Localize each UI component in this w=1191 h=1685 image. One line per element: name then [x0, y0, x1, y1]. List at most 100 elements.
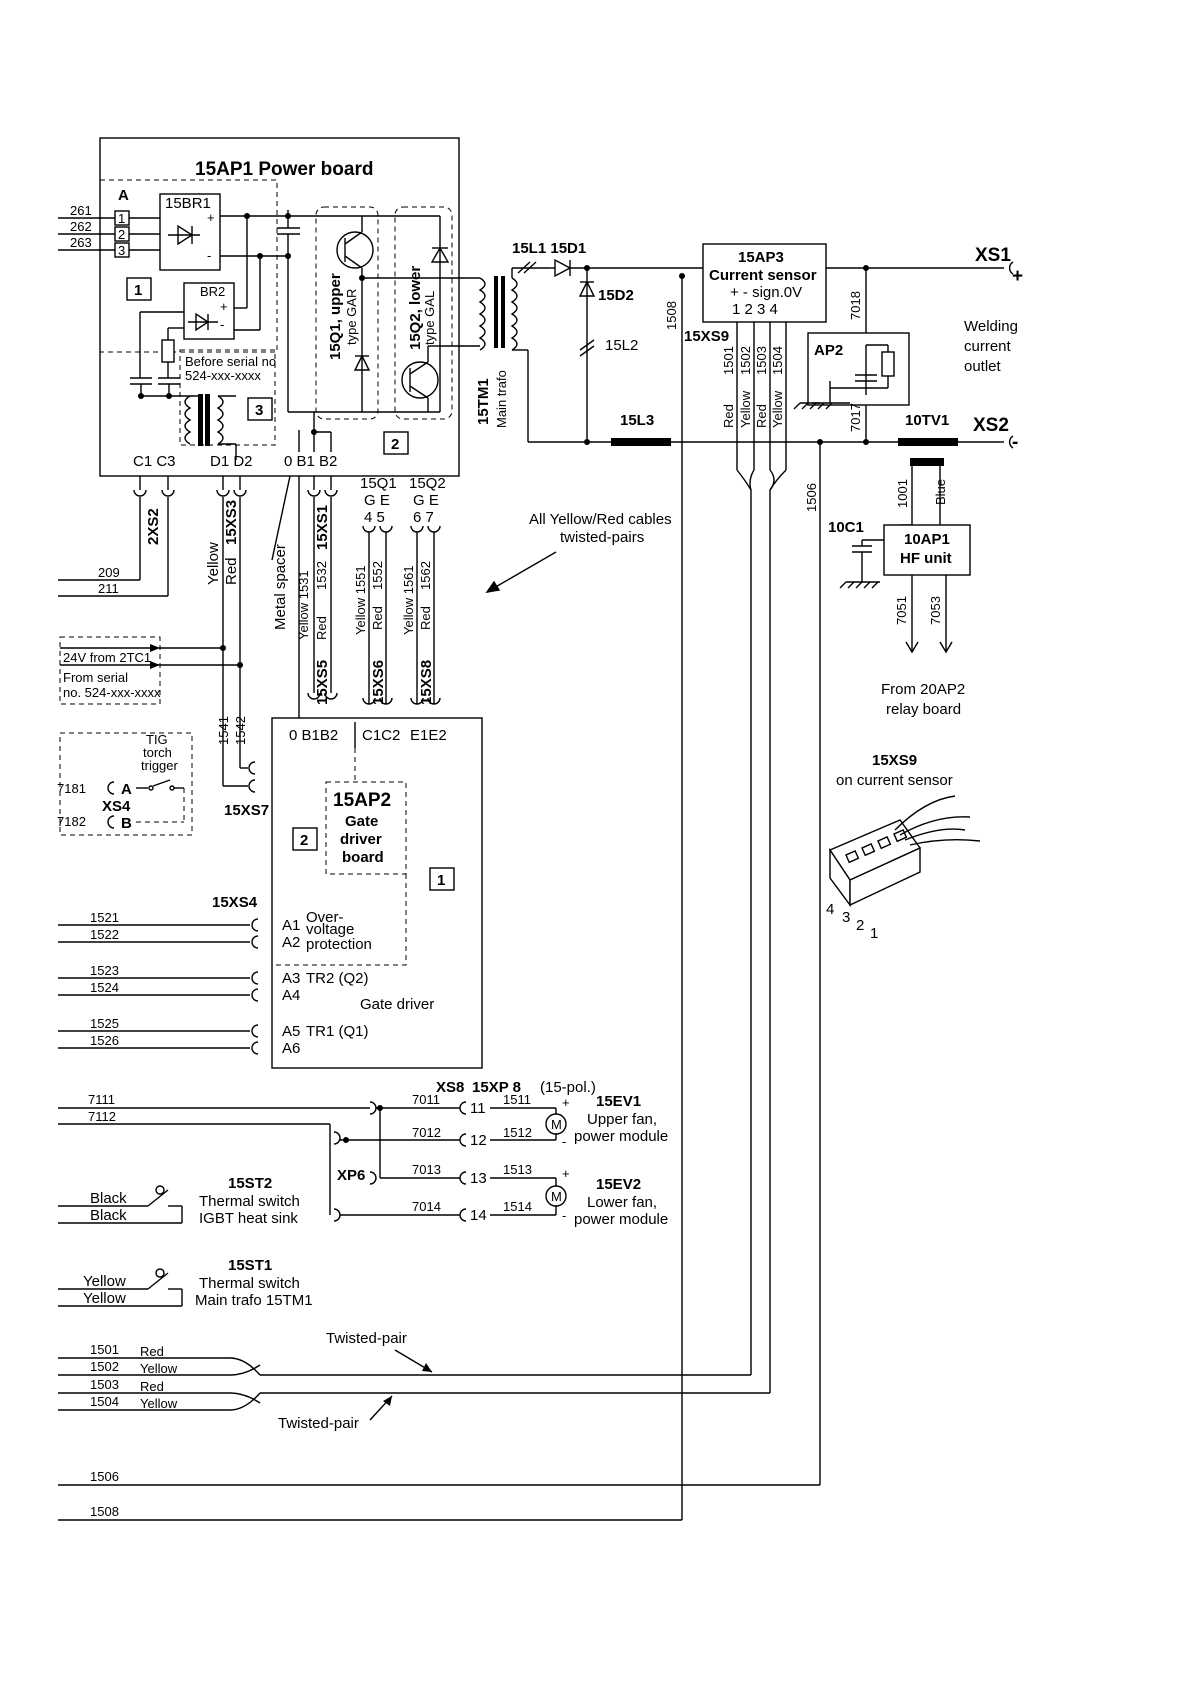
yellow-1: Yellow — [83, 1273, 126, 1290]
wire-7017: 7017 — [848, 403, 863, 432]
color-red-1503: Red — [754, 404, 769, 428]
br1-plus: + — [207, 210, 215, 225]
ev1-minus: - — [562, 1134, 566, 1149]
conn-2xs2: 2XS2 — [145, 508, 162, 545]
wire-1508-bottom: 1508 — [90, 1504, 119, 1519]
ap3-nums: 1 2 3 4 — [732, 301, 778, 318]
st1-sub-1: Thermal switch — [199, 1275, 300, 1292]
pin-3: 3 — [118, 243, 125, 258]
pin-b: B — [121, 815, 132, 832]
pin-a3: A3 — [282, 970, 300, 987]
wire-red-1532: Red — [314, 616, 329, 640]
ev2-sub-1: Lower fan, — [587, 1194, 657, 1211]
twisted-note-2: twisted-pairs — [560, 529, 644, 546]
q1-type: type GAR — [344, 289, 359, 345]
wire-7012: 7012 — [412, 1125, 441, 1140]
before-serial-note-1: Before serial no — [185, 354, 276, 369]
xs9-pic-sub: on current sensor — [836, 772, 953, 789]
wire-1508-top: 1508 — [664, 301, 679, 330]
conn-15xs3: 15XS3 — [223, 500, 240, 545]
ev2-plus: + — [562, 1166, 570, 1181]
tig-outline — [59, 732, 193, 836]
wire-1506-top: 1506 — [804, 483, 819, 512]
br2-label: BR2 — [200, 284, 225, 299]
color-yellow-bottom-1: Yellow — [140, 1361, 178, 1376]
gate-title-3: driver — [340, 831, 382, 848]
gate-title-1: 15AP2 — [333, 790, 391, 811]
wire-1503: 1503 — [754, 346, 769, 375]
pin-13: 13 — [470, 1170, 487, 1187]
wire-1514: 1514 — [503, 1199, 532, 1214]
ev2-label: 15EV2 — [596, 1176, 641, 1193]
gate-area-1 — [429, 867, 455, 891]
wire-7013: 7013 — [412, 1162, 441, 1177]
metal-spacer: Metal spacer — [272, 544, 289, 630]
conn-15xs7: 15XS7 — [224, 802, 269, 819]
wire-1501: 1501 — [721, 346, 736, 375]
area-marker-3 — [247, 397, 273, 421]
br1-label: 15BR1 — [165, 195, 211, 212]
conn-15xs6: 15XS6 — [370, 660, 387, 705]
wire-7181: 7181 — [57, 781, 86, 796]
area-marker-3-label: 3 — [255, 402, 263, 419]
before-serial-outline — [179, 349, 276, 446]
from-relay-1: From 20AP2 — [881, 681, 965, 698]
pin-a: A — [121, 781, 132, 798]
area-marker-1 — [126, 277, 152, 301]
from-serial-1: From serial — [63, 670, 128, 685]
xs4-label: XS4 — [102, 798, 131, 815]
wire-1506-bottom: 1506 — [90, 1469, 119, 1484]
welding-2: current — [964, 338, 1012, 355]
pin-14: 14 — [470, 1207, 487, 1224]
area-marker-2 — [383, 431, 409, 455]
wire-262: 262 — [70, 219, 92, 234]
bridge-rectifier-15br1 — [159, 193, 221, 271]
gate-driver-board — [271, 717, 483, 1069]
pin-a5: A5 — [282, 1023, 300, 1040]
tr1-label: TR1 (Q1) — [306, 1023, 369, 1040]
tv1-label: 10TV1 — [905, 412, 949, 429]
over-1: Over- — [306, 909, 344, 926]
gate-inner-outline — [325, 781, 407, 875]
inductor-15l3 — [611, 438, 671, 446]
xp8-label: 15XP 8 — [472, 1079, 521, 1096]
color-red-bottom-1: Red — [140, 1344, 164, 1359]
br2-minus: - — [220, 317, 224, 332]
ap1-label: 10AP1 — [904, 531, 950, 548]
wire-1525: 1525 — [90, 1016, 119, 1031]
q1-label: 15Q1, upper — [327, 273, 344, 360]
conn-15xs5: 15XS5 — [314, 660, 331, 705]
wire-1504-bottom: 1504 — [90, 1394, 119, 1409]
pin-a1: A1 — [282, 917, 300, 934]
l2-label: 15L2 — [605, 337, 638, 354]
hf-unit-10ap1 — [883, 524, 971, 576]
pic-pin-3: 3 — [842, 909, 850, 926]
ap1-sub: HF unit — [900, 550, 952, 567]
before-serial-note-2: 524-xxx-xxxx — [185, 368, 261, 383]
from-serial-2: no. 524-xxx-xxxx — [63, 685, 161, 700]
st1-sub-2: Main trafo 15TM1 — [195, 1292, 313, 1309]
wire-1552: 1552 — [370, 561, 385, 590]
pin-a4: A4 — [282, 987, 300, 1004]
color-red-bottom-2: Red — [140, 1379, 164, 1394]
xp8-sub: (15-pol.) — [540, 1079, 596, 1096]
ev2-minus: - — [562, 1208, 566, 1223]
wire-red-1552: Red — [370, 606, 385, 630]
c1-label: 10C1 — [828, 519, 864, 536]
igbt-15q1 — [336, 231, 374, 269]
over-3: protection — [306, 936, 372, 953]
color-red-1501: Red — [721, 404, 736, 428]
xp6-label: XP6 — [337, 1167, 365, 1184]
d2-label: 15D2 — [598, 287, 634, 304]
gate-driver-label: Gate driver — [360, 996, 434, 1013]
wire-7011: 7011 — [412, 1092, 440, 1107]
yellow-2: Yellow — [83, 1290, 126, 1307]
q2-ge: G E — [413, 492, 439, 509]
xs2-minus: - — [1012, 432, 1018, 453]
q2-type: type GAL — [422, 291, 437, 345]
l3-label: 15L3 — [620, 412, 654, 429]
tig-1: TIG — [146, 732, 168, 747]
wire-7053: 7053 — [928, 596, 943, 625]
wire-7018: 7018 — [848, 291, 863, 320]
